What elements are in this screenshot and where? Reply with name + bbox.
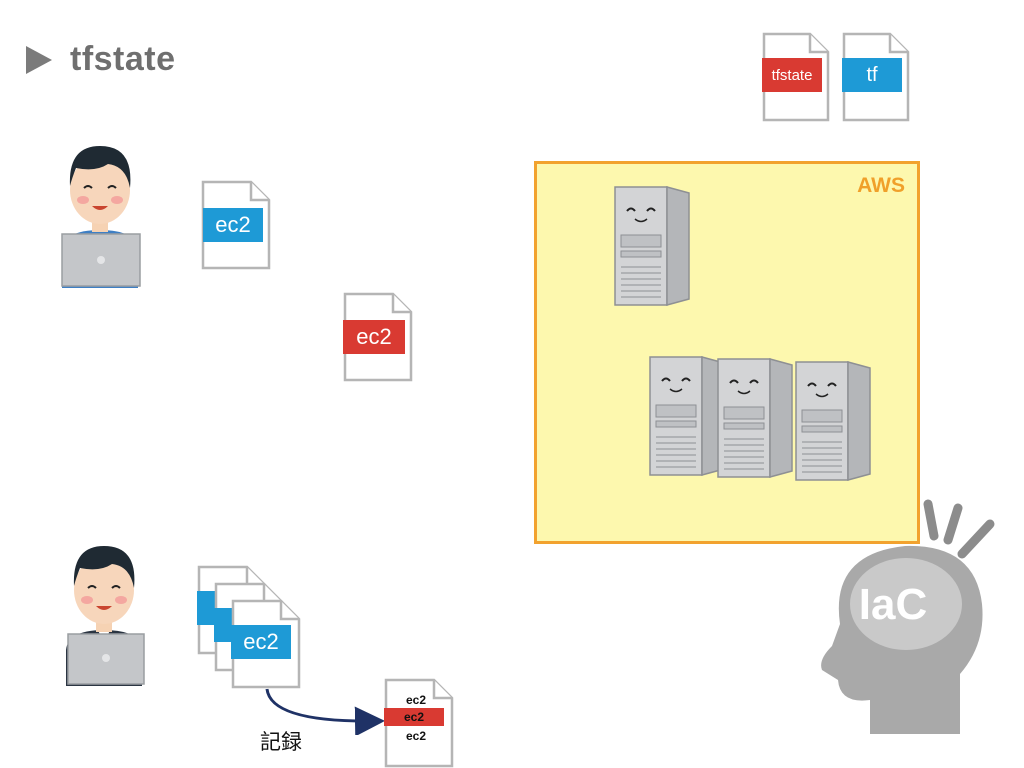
ec2-file-icon: ec2 bbox=[343, 292, 413, 382]
tf-label: tf bbox=[842, 58, 902, 92]
record-line: ec2 bbox=[406, 693, 427, 707]
server-icon bbox=[614, 186, 690, 306]
ec2-label: ec2 bbox=[343, 320, 405, 354]
tfstate-label: tfstate bbox=[762, 58, 822, 92]
record-line: ec2 bbox=[406, 729, 427, 743]
tf-file-icon: tf bbox=[842, 32, 910, 122]
page-title: tfstate bbox=[70, 40, 176, 78]
thinking-head-icon bbox=[810, 494, 1010, 749]
record-arrow bbox=[265, 688, 385, 735]
ec2-label: ec2 bbox=[203, 208, 263, 242]
developer-icon bbox=[60, 540, 150, 693]
play-icon bbox=[26, 46, 52, 74]
aws-label: AWS bbox=[857, 174, 905, 197]
record-line-highlight: ec2 bbox=[384, 708, 444, 726]
ec2-file-icon: ec2 bbox=[231, 599, 301, 689]
server-icon bbox=[795, 361, 871, 481]
tfstate-file-icon: tfstate bbox=[762, 32, 830, 122]
aws-region: AWS bbox=[534, 161, 920, 544]
developer-icon bbox=[56, 138, 146, 295]
server-icon bbox=[717, 358, 793, 478]
ec2-label: ec2 bbox=[231, 625, 291, 659]
record-label: 記録 bbox=[260, 731, 302, 754]
ec2-file-icon: ec2 bbox=[201, 180, 271, 270]
iac-label: IaC bbox=[858, 580, 928, 629]
tfstate-file-icon: ec2 ec2 ec2 bbox=[384, 678, 454, 768]
